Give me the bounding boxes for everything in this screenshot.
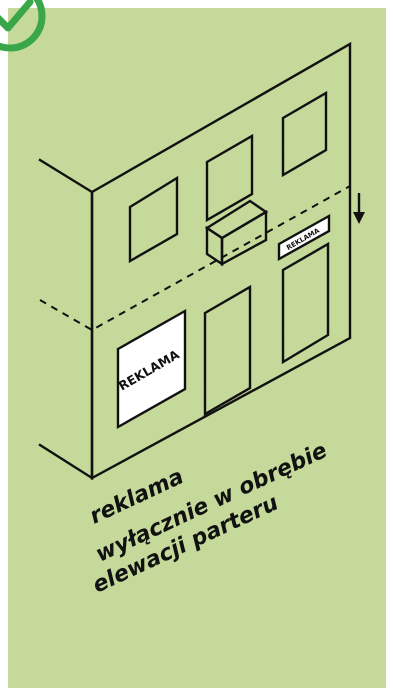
window-upper-middle xyxy=(205,133,254,223)
background-panel xyxy=(8,8,386,688)
arrow-down-icon xyxy=(353,193,365,224)
door xyxy=(203,284,252,417)
balcony xyxy=(204,199,269,267)
check-circle-icon xyxy=(0,0,46,52)
building-outline xyxy=(38,41,352,481)
sign-ground-floor: REKLAMA xyxy=(116,308,187,430)
window-upper-left xyxy=(128,175,179,264)
window-upper-right xyxy=(281,90,328,178)
window-ground-right xyxy=(281,241,330,365)
